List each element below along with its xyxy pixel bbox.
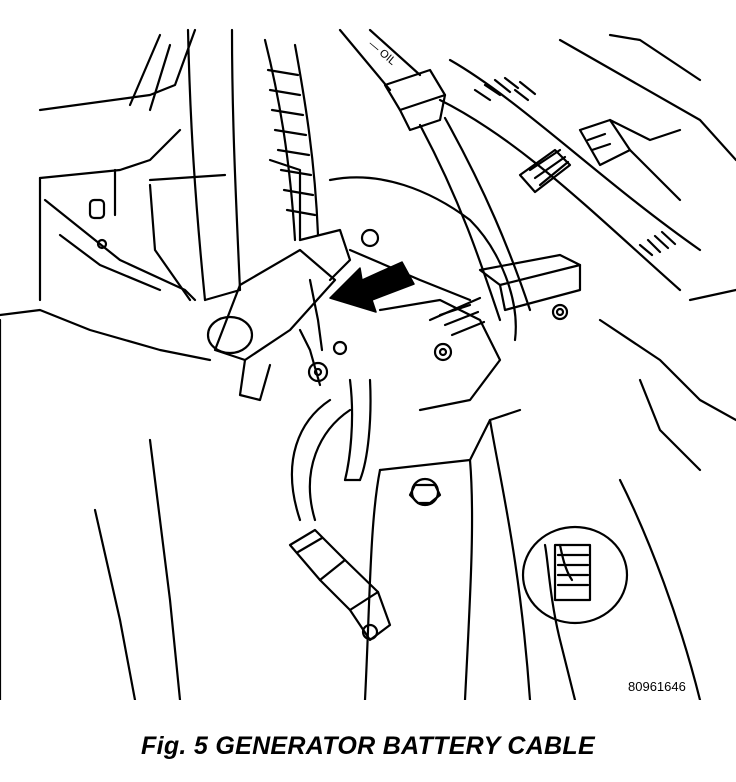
wire-harness-left — [263, 38, 320, 242]
figure-reference-number: 80961646 — [628, 679, 686, 694]
wire-harness-lower — [290, 378, 372, 522]
oil-hose-label: — OIL — [366, 38, 398, 68]
mounting-bracket — [478, 253, 582, 312]
generator-mount-bolt — [360, 228, 569, 362]
figure-caption: Fig. 5 GENERATOR BATTERY CABLE — [141, 732, 595, 760]
sensor-connector-top — [578, 118, 682, 202]
callout-arrow — [329, 261, 415, 313]
electrical-connector — [288, 528, 392, 642]
lower-cover — [363, 408, 702, 700]
sensor-fitting — [521, 525, 629, 700]
hose-clamp — [518, 148, 572, 194]
generator-body — [328, 176, 517, 412]
cover-bolt — [408, 477, 442, 507]
panel-rib — [128, 33, 172, 112]
engine-block — [558, 33, 736, 472]
panel-hole-square — [88, 198, 106, 220]
battery-cable — [206, 228, 352, 402]
upper-hose — [186, 28, 242, 302]
panel-hole-round — [96, 238, 108, 250]
fender-panel — [0, 28, 227, 700]
engine-compartment-illustration: — OIL — [0, 28, 736, 700]
connector-fastener — [361, 623, 379, 641]
heater-hose — [438, 58, 702, 292]
oil-hose — [338, 28, 532, 322]
battery-cable-terminal — [307, 340, 348, 383]
